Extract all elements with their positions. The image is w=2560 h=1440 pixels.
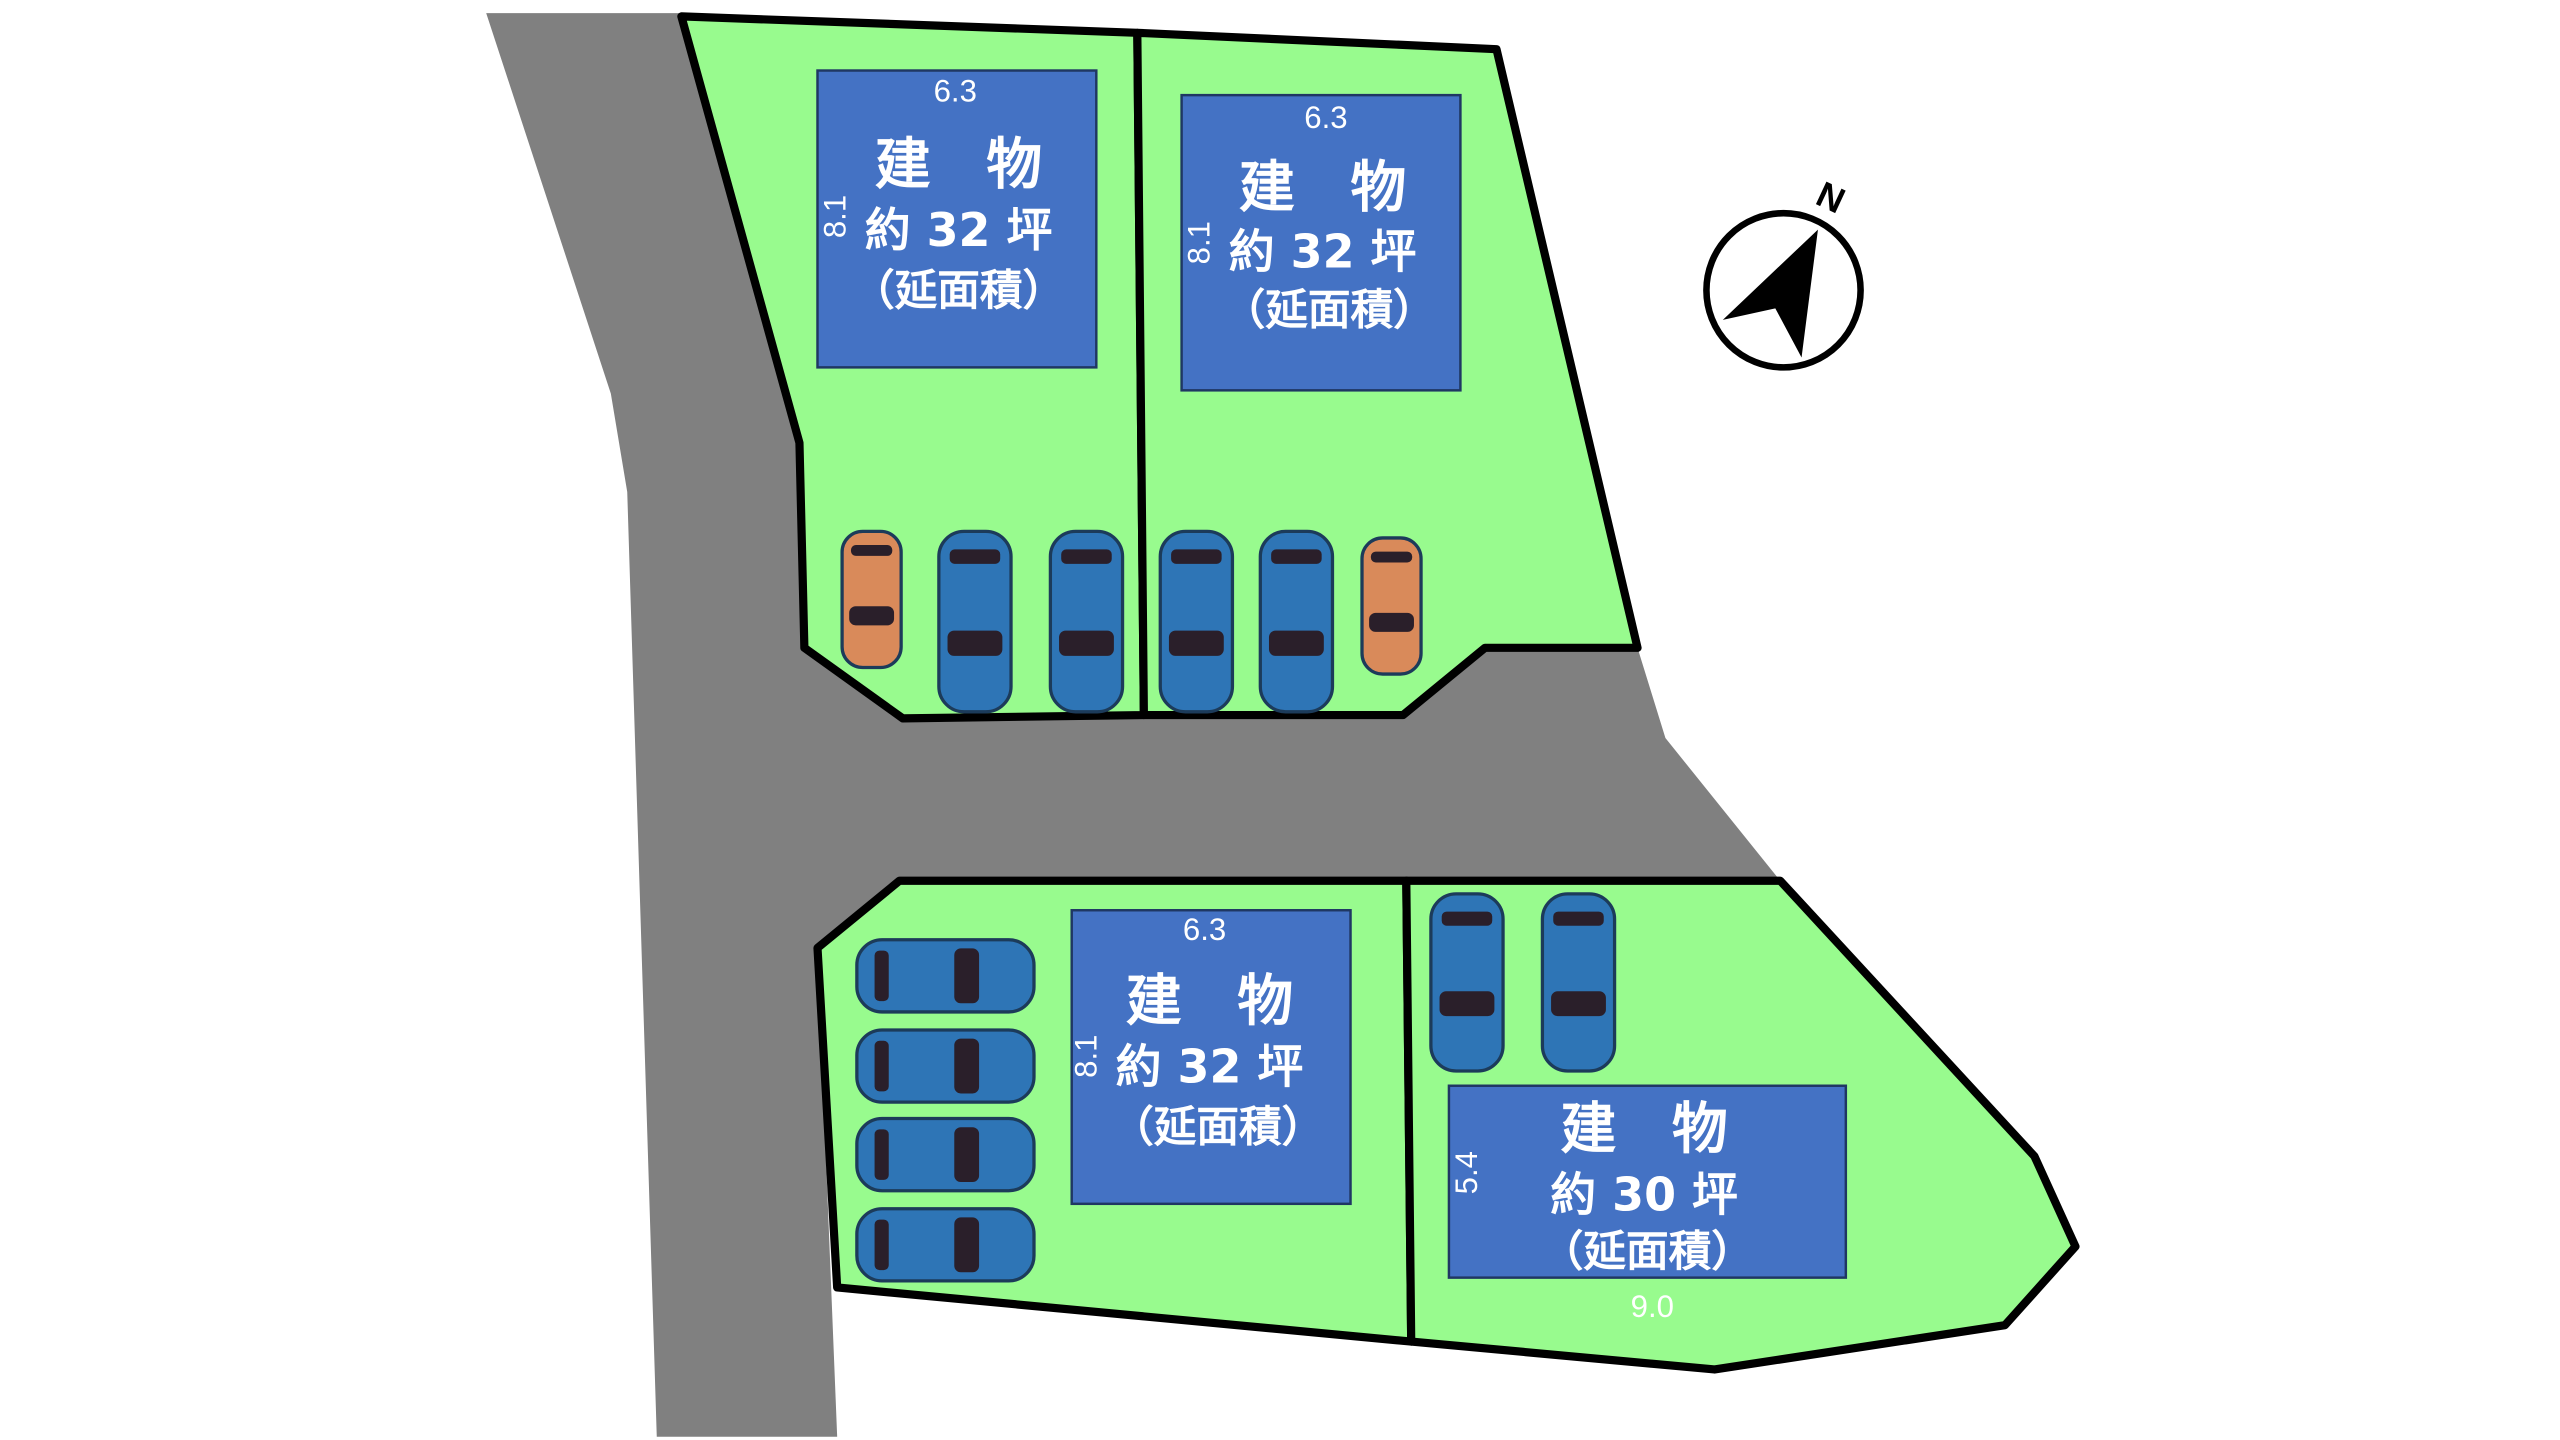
building-note: （延面積） xyxy=(852,266,1065,316)
width-dimension: 6.3 xyxy=(1304,100,1347,135)
building-area: 約 32 坪 xyxy=(1229,224,1417,278)
building-note: （延面積） xyxy=(1111,1103,1324,1153)
building-title: 建 物 xyxy=(875,133,1042,198)
width-dimension: 9.0 xyxy=(1631,1289,1674,1324)
parking-cars xyxy=(840,529,1617,1283)
car-icon xyxy=(855,1207,1036,1283)
depth-dimension: 8.1 xyxy=(817,195,852,238)
building-2: 6.3 8.1 建 物 約 32 坪 （延面積） xyxy=(1180,93,1462,392)
depth-dimension: 8.1 xyxy=(1068,1035,1103,1078)
car-icon xyxy=(937,529,1013,714)
car-icon xyxy=(1540,892,1617,1073)
building-area: 約 32 坪 xyxy=(865,203,1053,257)
north-arrow-icon xyxy=(1722,229,1818,358)
width-dimension: 6.3 xyxy=(934,74,977,109)
building-note: （延面積） xyxy=(1223,286,1436,336)
car-icon xyxy=(855,1116,1036,1193)
car-icon xyxy=(855,1028,1036,1104)
building-note: （延面積） xyxy=(1541,1227,1754,1277)
north-label: N xyxy=(1810,173,1851,221)
building-title: 建 物 xyxy=(1126,969,1293,1034)
road xyxy=(486,13,1781,1437)
building-1: 6.3 8.1 建 物 約 32 坪 （延面積） xyxy=(816,69,1098,369)
car-icon xyxy=(855,938,1036,1014)
depth-dimension: 8.1 xyxy=(1181,221,1216,264)
north-arrow-compass: N xyxy=(1703,173,1864,371)
car-icon xyxy=(1258,529,1335,714)
car-icon xyxy=(1429,892,1505,1073)
car-icon xyxy=(1158,529,1235,714)
width-dimension: 6.3 xyxy=(1183,912,1226,947)
car-icon xyxy=(840,529,903,670)
building-title: 建 物 xyxy=(1239,156,1406,221)
building-area: 約 30 坪 xyxy=(1550,1167,1738,1221)
car-icon xyxy=(1048,529,1125,714)
building-3: 6.3 8.1 建 物 約 32 坪 （延面積） xyxy=(1068,909,1352,1206)
car-icon xyxy=(1360,536,1423,676)
building-title: 建 物 xyxy=(1560,1097,1727,1162)
depth-dimension: 5.4 xyxy=(1449,1151,1484,1194)
building-area: 約 32 坪 xyxy=(1116,1039,1304,1093)
building-4: 5.4 建 物 約 30 坪 （延面積） 9.0 xyxy=(1447,1084,1848,1324)
